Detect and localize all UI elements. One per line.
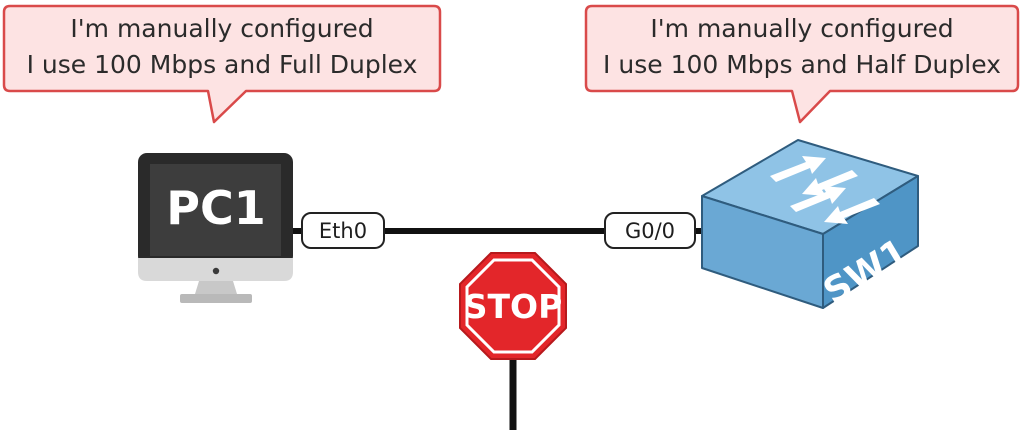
- eth0-port-label: Eth0: [319, 219, 367, 243]
- stop-sign-octagon-inner-ring: [465, 258, 561, 354]
- g00-badge-box: [604, 212, 696, 249]
- monitor-base: [180, 294, 252, 303]
- pc1-computer-icon: PC1: [138, 153, 293, 303]
- g00-port-badge: G0/0: [604, 212, 696, 249]
- right-bubble-line1: I'm manually configured: [650, 14, 953, 43]
- stop-sign-octagon-border: [459, 252, 567, 360]
- sw1-switch-icon: SW1: [701, 139, 919, 313]
- left-bubble-shape: [2, 4, 442, 124]
- left-speech-bubble: I'm manually configured I use 100 Mbps a…: [2, 4, 442, 124]
- switch-right-face: [822, 175, 919, 309]
- left-bubble-line2: I use 100 Mbps and Full Duplex: [27, 50, 418, 79]
- monitor-screen: [150, 164, 281, 256]
- switch-arrows-icon: [770, 156, 880, 224]
- power-led-icon: [212, 267, 220, 275]
- right-bubble-shape: [584, 4, 1020, 124]
- stop-sign-icon: STOP: [459, 252, 567, 430]
- eth0-port-badge: Eth0: [301, 212, 385, 249]
- right-bubble-line2: I use 100 Mbps and Half Duplex: [603, 50, 1001, 79]
- pc1-label: PC1: [166, 181, 265, 235]
- eth0-badge-box: [301, 212, 385, 249]
- g00-port-label: G0/0: [625, 219, 675, 243]
- right-speech-bubble: I'm manually configured I use 100 Mbps a…: [584, 4, 1020, 124]
- left-bubble-line1: I'm manually configured: [70, 14, 373, 43]
- stop-sign-text: STOP: [464, 287, 563, 326]
- monitor-stand: [195, 281, 237, 294]
